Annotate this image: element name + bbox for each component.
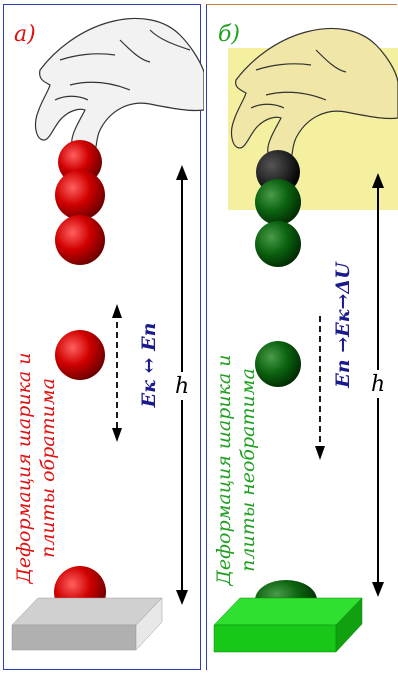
panel-frame [206, 4, 397, 670]
panel-label: б) [218, 22, 241, 47]
caption-line: плиты необратима [237, 368, 259, 572]
caption-line: плиты обратима [37, 378, 59, 558]
height-label: h [371, 372, 386, 397]
energy-transfer-arrow [315, 316, 325, 460]
caption-irreversible: Деформация шарика и плиты необратима [212, 320, 262, 620]
diagram-reversible [11, 17, 204, 651]
height-arrow [369, 173, 387, 597]
caption-line: Деформация шарика и [213, 354, 235, 586]
energy-label: Eп →Eк→ΔU [332, 262, 354, 388]
ball-falling [255, 179, 301, 225]
ball-falling [55, 215, 105, 265]
diagram-irreversible [213, 27, 398, 653]
height-arrow [173, 165, 191, 605]
panel-frame [3, 4, 201, 670]
panel-irreversible: б) h Eп →Eк→ΔU Деформация шарика и плиты… [206, 0, 398, 676]
plate [213, 597, 363, 653]
caption-reversible: Деформация шарика и плиты обратима [12, 323, 62, 613]
hand-icon [34, 17, 204, 158]
plate [11, 597, 163, 651]
panel-label: а) [14, 22, 36, 47]
ball-middle [55, 330, 105, 380]
energy-label: Eк ↔ Eп [138, 322, 160, 408]
energy-exchange-arrow [112, 304, 122, 442]
ball-falling [55, 170, 105, 220]
ball-falling [255, 221, 301, 267]
height-label: h [175, 374, 190, 399]
ball-middle [255, 341, 301, 387]
panel-reversible: а) h Eк ↔ Eп Деформация шарика и плиты о… [3, 4, 204, 670]
caption-line: Деформация шарика и [13, 352, 35, 584]
